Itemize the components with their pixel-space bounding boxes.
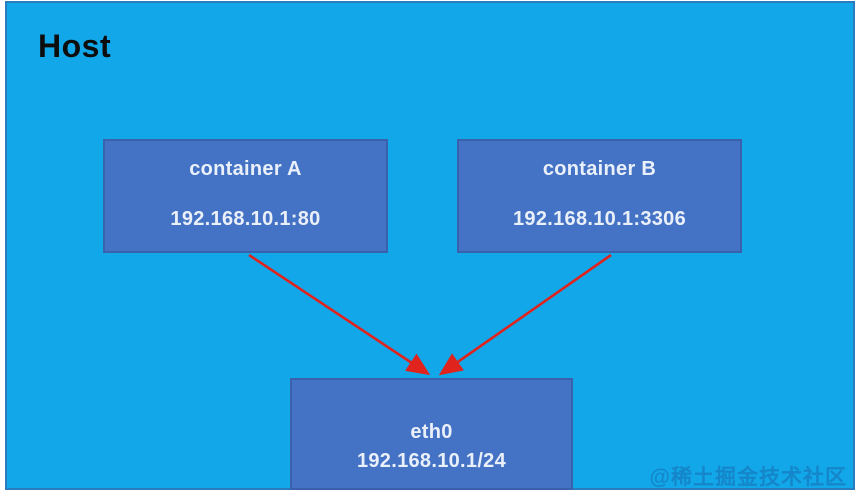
container-b-node: container B 192.168.10.1:3306 (457, 139, 742, 253)
container-b-address: 192.168.10.1:3306 (512, 208, 687, 230)
eth0-address: 192.168.10.1/24 (356, 450, 507, 472)
watermark: @稀土掘金技术社区 (649, 466, 847, 489)
container-b-title: container B (542, 158, 657, 180)
container-a-title: container A (189, 158, 302, 180)
eth0-title: eth0 (410, 421, 453, 443)
host-label: Host (38, 28, 112, 64)
eth0-node: eth0 192.168.10.1/24 (290, 378, 573, 490)
container-a-address: 192.168.10.1:80 (170, 208, 321, 230)
container-a-node: container A 192.168.10.1:80 (103, 139, 388, 253)
